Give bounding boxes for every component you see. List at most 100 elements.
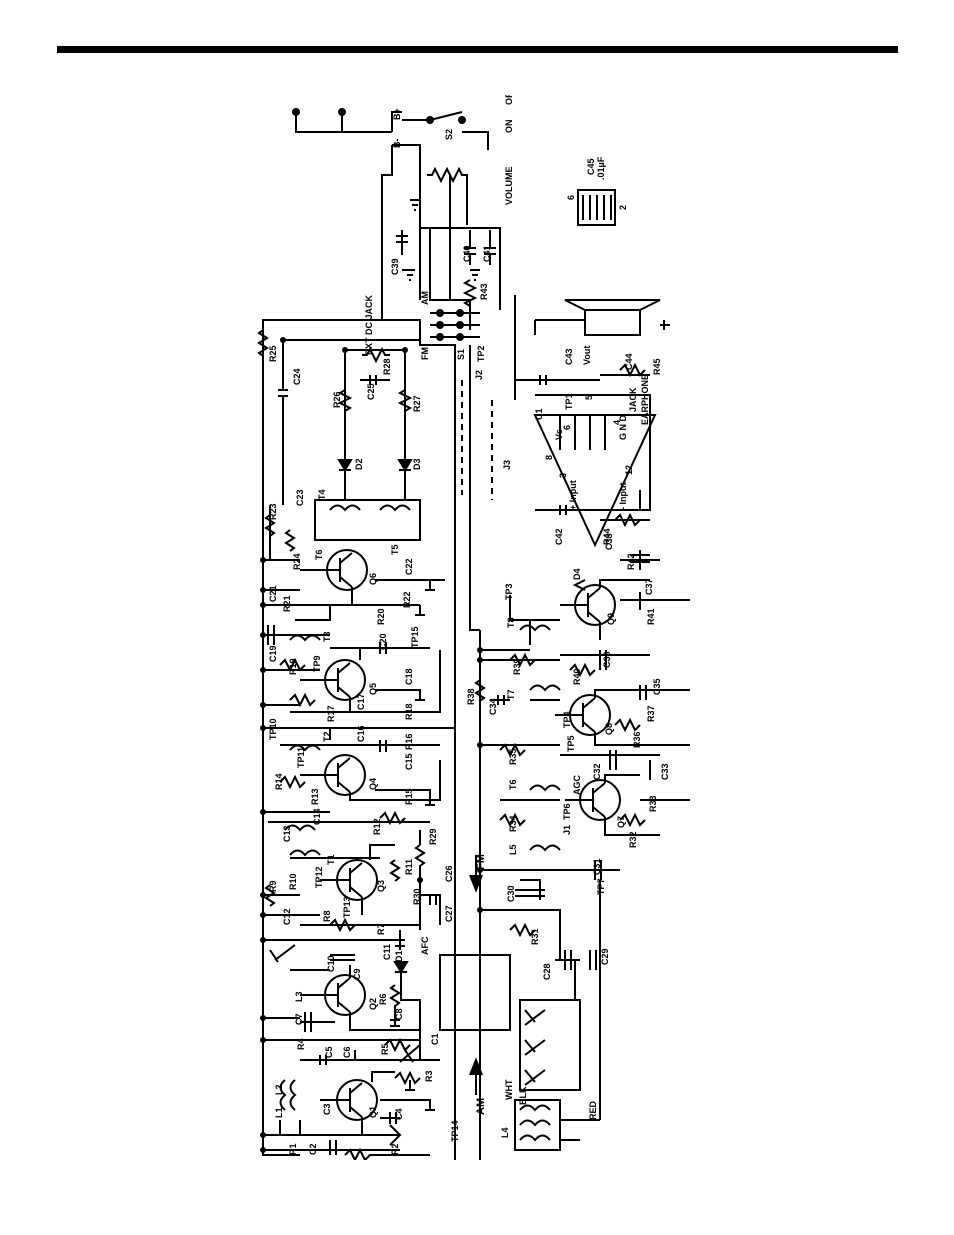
- r45-label: R45: [652, 358, 662, 375]
- r41-label: R41: [646, 608, 656, 625]
- c30-label: C30: [506, 885, 516, 902]
- c33-label: C33: [660, 763, 670, 780]
- c11-label: C11: [382, 944, 392, 960]
- r5-label: R5: [380, 1043, 390, 1055]
- c10-label: C10: [326, 955, 336, 972]
- on-label: ON: [504, 120, 514, 134]
- q3-label: Q3: [376, 880, 386, 892]
- q7-label: Q7: [616, 816, 626, 828]
- r6-label: R6: [378, 993, 388, 1005]
- u1-pin2: 2: [624, 465, 634, 470]
- c22-label: C22: [404, 558, 414, 575]
- off-label: OFF: [504, 95, 514, 105]
- r13-label: R13: [310, 788, 320, 805]
- earphone-label: EARPHONE: [640, 374, 650, 425]
- u1-pin5: 5: [584, 395, 594, 400]
- r4-label: R4: [296, 1038, 306, 1050]
- c7-label: C7: [294, 1013, 304, 1025]
- minus-input-label: - Input: [618, 483, 628, 511]
- r9-label: R9: [268, 880, 278, 892]
- c25-label: C25: [366, 383, 376, 400]
- c19-label: C19: [268, 645, 278, 662]
- c37-label: C37: [644, 578, 654, 595]
- t1-label: T1: [326, 854, 336, 865]
- d4-label: D4: [572, 568, 582, 580]
- q8-label: Q8: [604, 723, 614, 735]
- r20-label: R20: [376, 608, 386, 625]
- r43-label: R43: [479, 283, 489, 300]
- c4-label: C4: [394, 1108, 404, 1120]
- r16-label: R16: [404, 733, 414, 750]
- q1-label: Q1: [368, 1106, 378, 1118]
- r30-label: R30: [412, 888, 422, 905]
- q2-label: Q2: [368, 998, 378, 1010]
- c3-label: C3: [322, 1103, 332, 1115]
- c35-label: C35: [652, 678, 662, 695]
- l2-label: L2: [274, 1084, 284, 1095]
- c6-label: C6: [342, 1046, 352, 1058]
- r10-label: R10: [288, 873, 298, 890]
- tp11-label: TP11: [296, 747, 306, 768]
- tp4-label: TP4: [562, 711, 572, 728]
- c28-label: C28: [542, 963, 552, 980]
- r21-label: R21: [282, 595, 292, 612]
- d2-label: D2: [354, 458, 364, 470]
- red-label: RED: [588, 1100, 598, 1120]
- r27-label: R27: [412, 395, 422, 412]
- r22-label: R22: [402, 591, 412, 608]
- c21-label: C21: [268, 585, 278, 602]
- tp7-label: TP7: [596, 878, 606, 895]
- schematic: B+ B- S2 ON OFF VOLUME C39 C40 C41 R43 A…: [257, 95, 690, 1160]
- l1-label: L1: [274, 1107, 284, 1118]
- t6-label-fm: T6: [314, 549, 324, 560]
- r35-label: R35: [508, 748, 518, 765]
- t6-label-am: T6: [508, 779, 518, 790]
- d3-label: D3: [412, 458, 422, 470]
- r31-label: R31: [530, 928, 540, 945]
- tp5-label: TP5: [566, 735, 576, 752]
- r23-label: R23: [268, 503, 278, 520]
- c45-label: C45: [586, 158, 596, 175]
- b-minus-label: B-: [392, 139, 402, 149]
- tp10-label: TP10: [268, 718, 278, 740]
- c32-label: C32: [592, 763, 602, 780]
- c34-label: C34: [488, 698, 498, 715]
- r40-label: R40: [572, 668, 582, 685]
- r39-label: R39: [512, 658, 522, 675]
- r1-label: R1: [288, 1143, 298, 1155]
- r37-label: R37: [646, 705, 656, 722]
- r12-label: R12: [372, 818, 382, 835]
- u1-pin3: 3: [558, 473, 568, 478]
- q6-label: Q6: [368, 573, 378, 585]
- l4-label: L4: [500, 1127, 510, 1138]
- q5-label: Q5: [368, 683, 378, 695]
- r8-label: R8: [322, 910, 332, 922]
- c16-label: C16: [356, 725, 366, 742]
- r28-label: R28: [382, 358, 392, 375]
- c26-label: C26: [444, 865, 454, 882]
- r15-label: R15: [404, 788, 414, 805]
- c9-label: C9: [352, 968, 362, 980]
- c12-label: C12: [282, 908, 292, 925]
- u1-label: U1: [534, 408, 544, 420]
- plus-input-label: + Input: [568, 480, 578, 510]
- jack-label: JACK: [628, 387, 638, 412]
- r24-label: R24: [292, 553, 302, 570]
- d1-label: D1: [394, 950, 404, 962]
- c13-label: C13: [282, 825, 292, 842]
- c27-label: C27: [444, 905, 454, 922]
- r7-label: R7: [376, 923, 386, 935]
- u1-pin6: 6: [562, 425, 572, 430]
- tp12-label: TP12: [314, 866, 324, 888]
- c40-label: C40: [462, 245, 472, 262]
- fm-arrow-label: FM: [475, 854, 487, 870]
- am-arrow-label: AM: [475, 1098, 487, 1115]
- c2-label: C2: [308, 1143, 318, 1155]
- r11-label: R11: [404, 859, 414, 875]
- c18-label: C18: [404, 668, 414, 685]
- c23-label: C23: [295, 489, 305, 506]
- b-plus-label: B+: [392, 108, 402, 120]
- volume-label: VOLUME: [504, 166, 514, 205]
- r26-label: R26: [332, 391, 342, 408]
- s2-label: S2: [444, 129, 454, 140]
